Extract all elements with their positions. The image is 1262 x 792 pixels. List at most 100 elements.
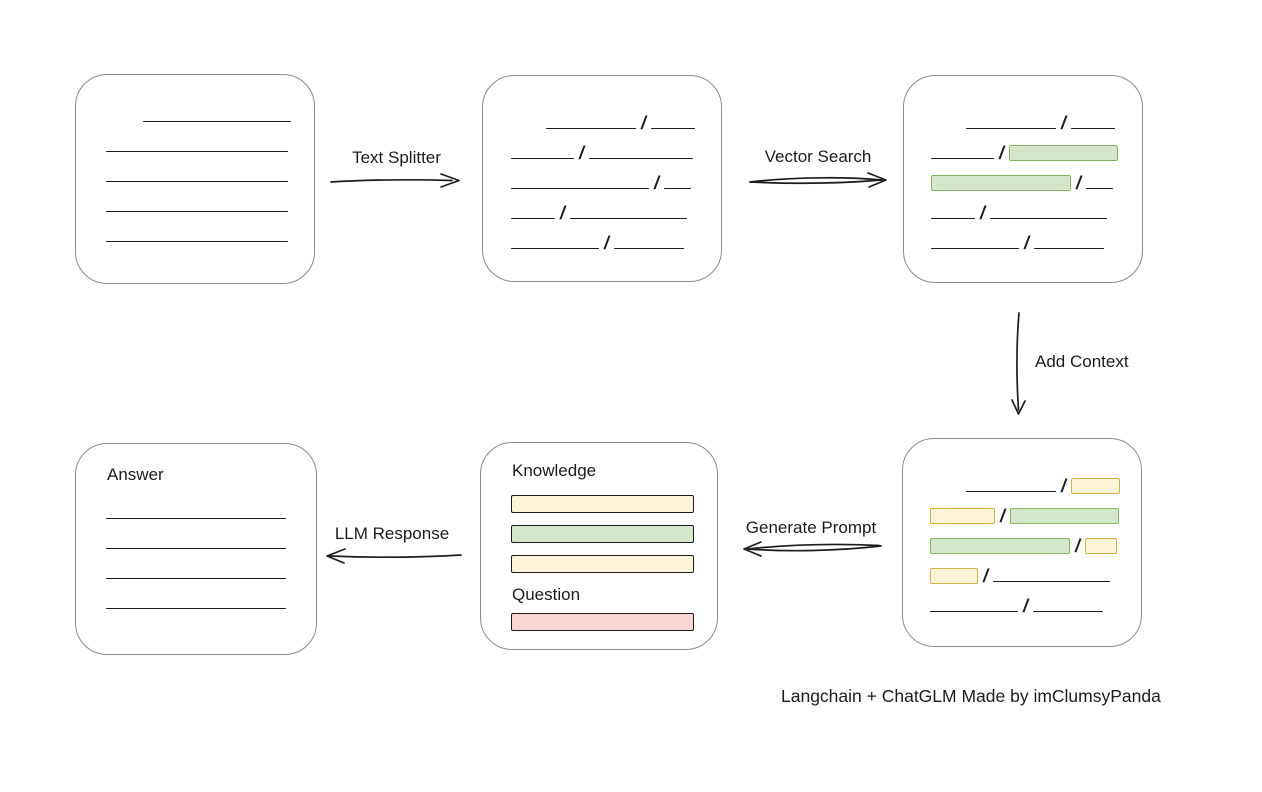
answer-lines <box>106 489 286 609</box>
chunk-row: / <box>930 582 1120 616</box>
yellow-highlight-chunk <box>930 568 978 584</box>
text-line <box>143 121 291 122</box>
answer-label: Answer <box>107 465 164 484</box>
text-line <box>614 248 685 249</box>
chunk-lines: / / / / / <box>930 462 1121 616</box>
indent-gap <box>106 121 138 122</box>
answer-box: Answer <box>75 443 317 655</box>
generate-prompt-arrow <box>743 541 882 557</box>
text-line <box>589 158 694 159</box>
text-line <box>106 241 288 242</box>
chunk-separator-slash: / <box>604 233 610 253</box>
text-line <box>570 218 688 219</box>
indent-gap <box>511 128 541 129</box>
chunk-separator-slash: / <box>999 143 1005 163</box>
text-line <box>106 181 288 182</box>
chunk-row <box>106 489 286 519</box>
chunk-separator-slash: / <box>1024 233 1030 253</box>
chunk-row: / <box>511 129 695 163</box>
text-line <box>106 548 286 549</box>
chunk-lines: / / / / / <box>931 99 1119 253</box>
text-line <box>931 218 975 219</box>
chunk-lines: / / / / / <box>511 99 696 253</box>
text-line <box>664 188 692 189</box>
yellow-highlight-chunk <box>1071 478 1121 494</box>
text-line <box>511 248 599 249</box>
text-line <box>990 218 1108 219</box>
text-line <box>106 151 288 152</box>
chunk-row: / <box>511 219 695 253</box>
chunk-separator-slash: / <box>1000 506 1006 526</box>
llm-response-label: LLM Response <box>334 524 450 543</box>
chunk-row: / <box>930 492 1120 526</box>
question-label: Question <box>512 585 581 604</box>
chunk-row <box>106 92 291 122</box>
green-highlight-chunk <box>930 538 1070 554</box>
chunk-separator-slash: / <box>983 566 989 586</box>
prompt-box: Knowledge Question <box>480 442 718 650</box>
document-lines <box>106 92 291 242</box>
add-context-label: Add Context <box>1035 352 1129 371</box>
text-line <box>1033 611 1104 612</box>
generate-prompt-label: Generate Prompt <box>745 518 877 537</box>
chunk-row <box>106 549 286 579</box>
text-splitter-label: Text Splitter <box>352 148 441 167</box>
text-line <box>1071 128 1116 129</box>
yellow-highlight-chunk <box>930 508 995 524</box>
chunk-row: / <box>931 159 1118 193</box>
chunk-row: / <box>930 552 1120 586</box>
chunk-separator-slash: / <box>1075 536 1081 556</box>
text-line <box>106 211 288 212</box>
text-line <box>511 218 555 219</box>
text-line <box>931 158 994 159</box>
text-line <box>511 158 574 159</box>
text-line <box>966 491 1056 492</box>
red-prompt-bar <box>511 613 694 631</box>
text-line <box>106 608 286 609</box>
add-context-arrow <box>1011 312 1026 415</box>
vector-search-arrow <box>749 172 887 188</box>
text-line <box>546 128 636 129</box>
chunk-separator-slash: / <box>579 143 585 163</box>
chunk-separator-slash: / <box>641 113 647 133</box>
green-prompt-bar <box>511 525 694 543</box>
question-bars <box>511 613 694 631</box>
text-splitter-arrow <box>330 173 460 188</box>
text-line <box>1034 248 1105 249</box>
chunk-row: / <box>931 219 1118 253</box>
text-line <box>106 578 286 579</box>
text-line <box>966 128 1056 129</box>
matched-chunks-box: / / / / / <box>903 75 1143 283</box>
chunk-row: / <box>930 522 1120 556</box>
chunk-row: / <box>511 159 695 193</box>
text-line <box>651 128 696 129</box>
knowledge-label: Knowledge <box>512 461 597 480</box>
chunk-separator-slash: / <box>1023 596 1029 616</box>
chunk-row: / <box>930 462 1121 495</box>
text-line <box>1086 188 1114 189</box>
chunk-row <box>106 212 291 242</box>
text-line <box>993 581 1111 582</box>
chunk-separator-slash: / <box>1076 173 1082 193</box>
text-line <box>930 611 1018 612</box>
indent-gap <box>930 491 961 492</box>
vector-search-label: Vector Search <box>764 147 872 166</box>
diagram-caption: Langchain + ChatGLM Made by imClumsyPand… <box>781 686 1161 706</box>
context-chunks-box: / / / / / <box>902 438 1142 647</box>
chunk-row: / <box>511 189 695 223</box>
text-line <box>931 248 1019 249</box>
chunk-row: / <box>931 189 1118 223</box>
yellow-prompt-bar <box>511 555 694 573</box>
chunk-separator-slash: / <box>560 203 566 223</box>
green-highlight-chunk <box>1010 508 1120 524</box>
chunk-separator-slash: / <box>654 173 660 193</box>
split-chunks-box: / / / / / <box>482 75 722 282</box>
chunk-row <box>106 152 291 182</box>
indent-gap <box>931 128 961 129</box>
source-document-box <box>75 74 315 284</box>
chunk-row <box>106 182 291 212</box>
text-line <box>511 188 649 189</box>
chunk-separator-slash: / <box>1061 113 1067 133</box>
chunk-separator-slash: / <box>980 203 986 223</box>
